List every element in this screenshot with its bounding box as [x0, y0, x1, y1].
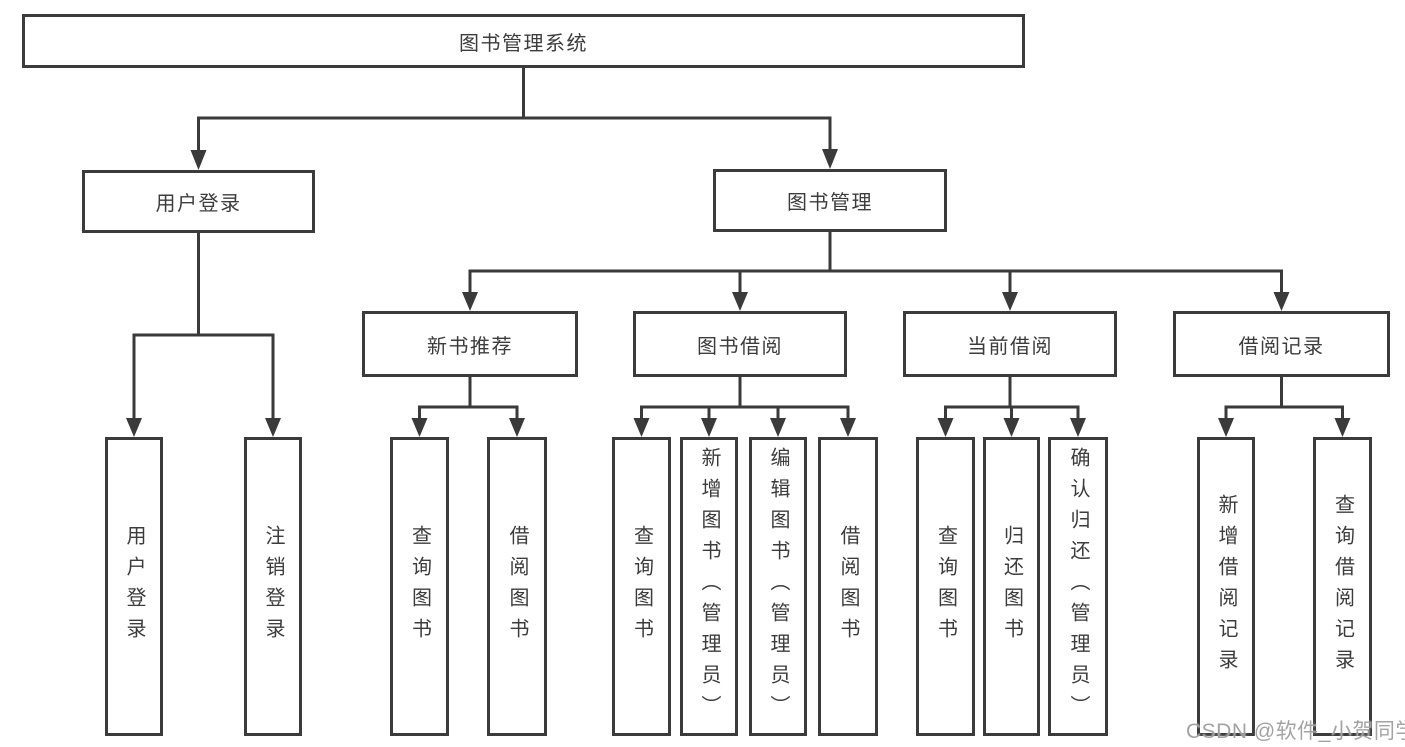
leaf-bb-edit-books-admin: 编辑图书（管理员） — [749, 437, 807, 736]
leaf-logout-label: 注销登录 — [262, 524, 284, 649]
leaf-br-add-record: 新增借阅记录 — [1197, 437, 1255, 736]
leaf-cb-confirm-return-admin-label: 确认归还（管理员） — [1067, 447, 1089, 726]
leaf-bb-query-books: 查询图书 — [612, 437, 671, 736]
node-root-system-label: 图书管理系统 — [459, 32, 588, 55]
leaf-user-login-label: 用户登录 — [123, 524, 145, 649]
node-user-login-label: 用户登录 — [155, 193, 242, 215]
leaf-nbr-query-books-label: 查询图书 — [408, 524, 431, 649]
node-root-system: 图书管理系统 — [22, 14, 1025, 68]
leaf-cb-query-books-label: 查询图书 — [934, 524, 957, 649]
leaf-bb-add-books-admin-label: 新增图书（管理员） — [698, 447, 720, 726]
node-borrow-records: 借阅记录 — [1173, 311, 1390, 377]
node-current-borrow: 当前借阅 — [903, 311, 1117, 377]
node-current-borrow-label: 当前借阅 — [967, 335, 1053, 358]
leaf-bb-query-books-label: 查询图书 — [630, 524, 653, 649]
leaf-cb-query-books: 查询图书 — [916, 437, 975, 736]
node-book-management-label: 图书管理 — [787, 192, 873, 214]
node-new-book-recommend: 新书推荐 — [362, 311, 578, 377]
node-user-login: 用户登录 — [82, 170, 315, 233]
leaf-cb-return-books: 归还图书 — [983, 437, 1040, 736]
leaf-user-login: 用户登录 — [105, 437, 163, 736]
leaf-nbr-query-books: 查询图书 — [390, 437, 449, 736]
leaf-logout: 注销登录 — [244, 437, 302, 736]
leaf-br-query-record: 查询借阅记录 — [1313, 437, 1372, 736]
leaf-nbr-borrow-books: 借阅图书 — [487, 437, 547, 736]
leaf-nbr-borrow-books-label: 借阅图书 — [506, 524, 528, 649]
node-book-management: 图书管理 — [713, 169, 947, 232]
leaf-bb-add-books-admin: 新增图书（管理员） — [680, 437, 738, 736]
node-borrow-records-label: 借阅记录 — [1238, 335, 1325, 358]
leaf-cb-confirm-return-admin: 确认归还（管理员） — [1048, 437, 1108, 736]
leaf-bb-borrow-books: 借阅图书 — [818, 437, 878, 736]
leaf-cb-return-books-label: 归还图书 — [1000, 524, 1023, 649]
leaf-br-query-record-label: 查询借阅记录 — [1331, 493, 1354, 680]
csdn-watermark: CSDN @软件_小贺同学 — [1186, 720, 1405, 743]
connector-arrowheads — [126, 149, 1351, 437]
leaf-bb-edit-books-admin-label: 编辑图书（管理员） — [767, 447, 789, 726]
leaf-bb-borrow-books-label: 借阅图书 — [837, 524, 859, 649]
node-book-borrow-label: 图书借阅 — [697, 335, 783, 358]
node-new-book-recommend-label: 新书推荐 — [427, 335, 513, 358]
node-book-borrow: 图书借阅 — [633, 311, 847, 377]
connector-lines — [132, 68, 1344, 419]
leaf-br-add-record-label: 新增借阅记录 — [1215, 493, 1237, 680]
